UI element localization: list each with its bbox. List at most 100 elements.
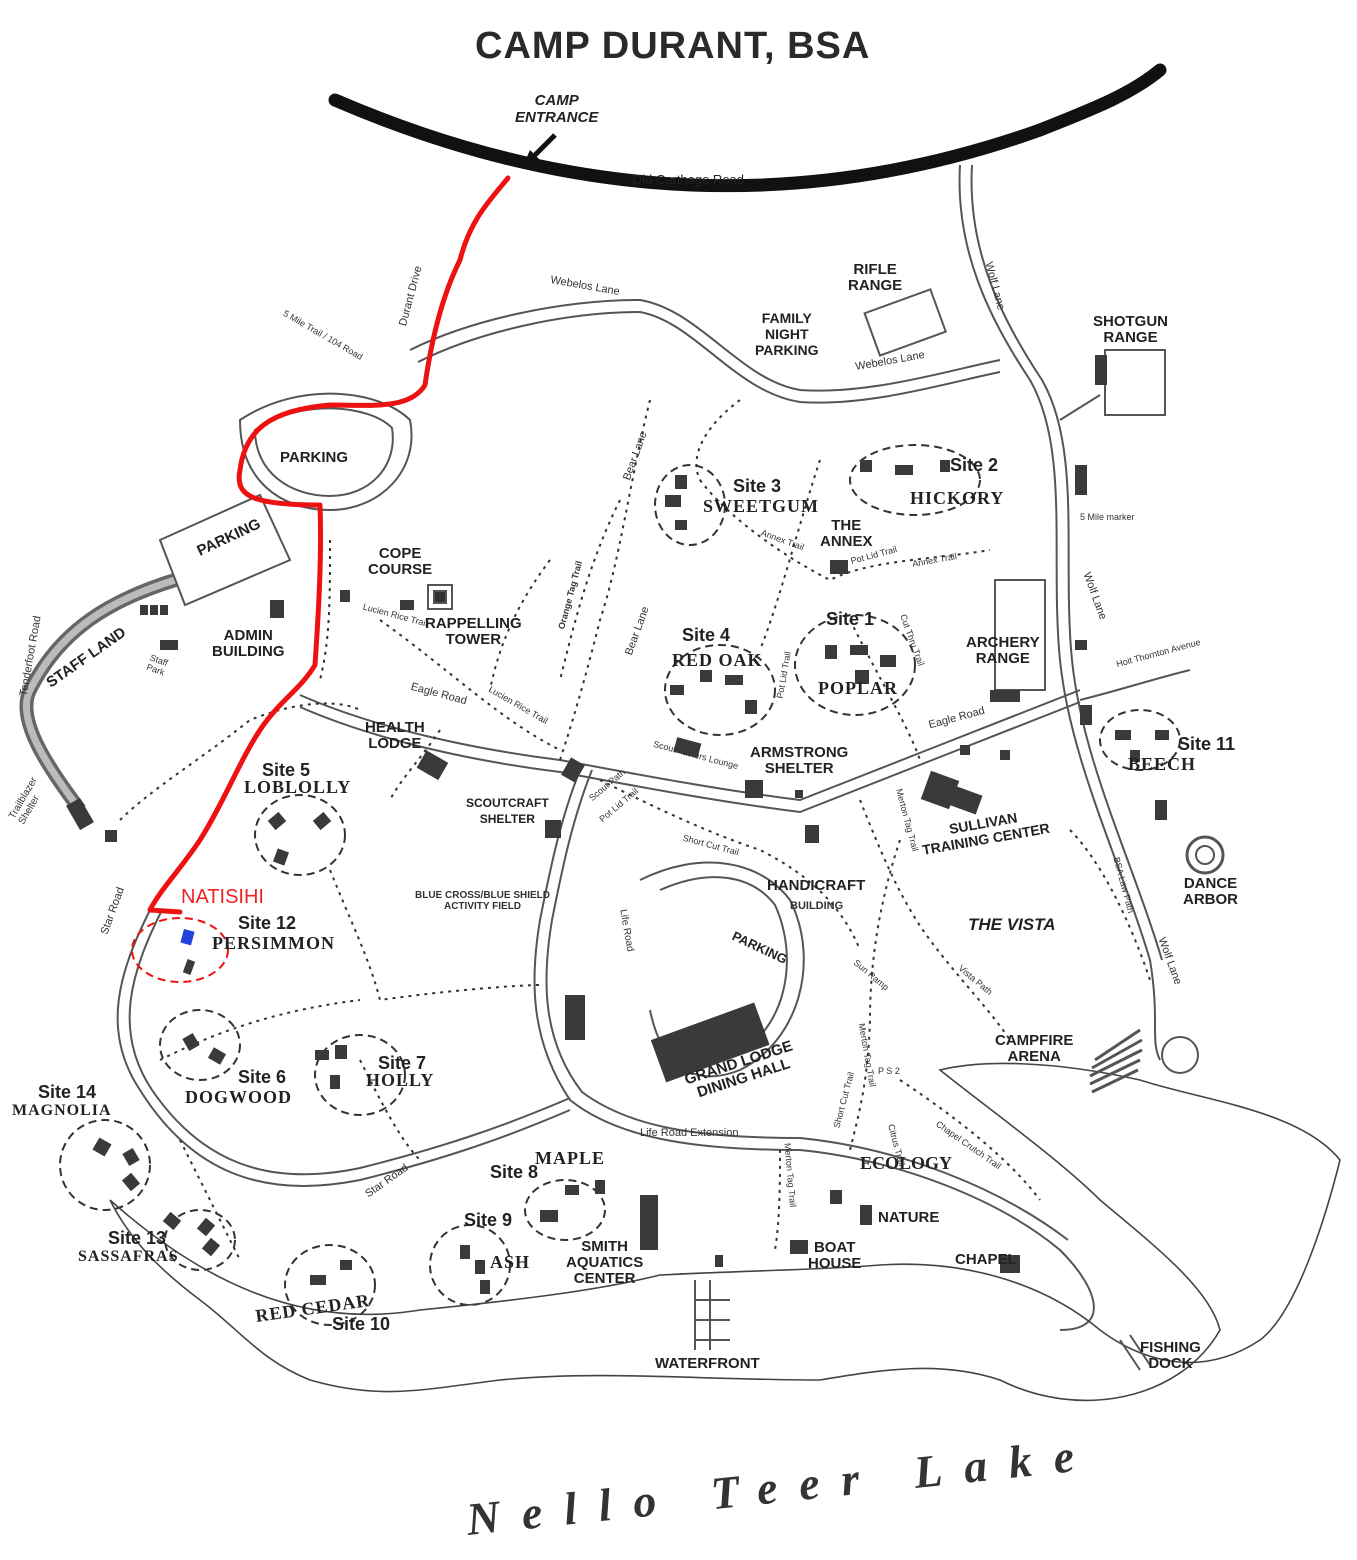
parking-label-3: PARKING bbox=[729, 928, 790, 967]
lake-name-label: Nello Teer Lake bbox=[464, 1428, 1099, 1545]
lucien-rice-trail-label: Lucien Rice Trail bbox=[361, 601, 429, 629]
site-11-number: Site 11 bbox=[1178, 734, 1236, 754]
activity-field-label: BLUE CROSS/BLUE SHIELD ACTIVITY FIELD bbox=[415, 890, 551, 912]
wolf-lane-label: Wolf Lane bbox=[982, 260, 1007, 312]
site-11-name: BEECH bbox=[1128, 754, 1197, 774]
rifle-range-box bbox=[863, 288, 948, 357]
shotgun-range-label: SHOTGUN RANGE bbox=[1093, 313, 1168, 346]
staff-land-label: STAFF LAND bbox=[43, 623, 130, 692]
sun-ramp-label: Sun Ramp bbox=[851, 957, 891, 993]
site-6-name: DOGWOOD bbox=[185, 1087, 293, 1107]
site-boundaries bbox=[59, 444, 1181, 1326]
smith-aquatics-label: SMITH AQUATICS CENTER bbox=[566, 1238, 644, 1287]
route-line bbox=[147, 175, 511, 915]
site-3-number: Site 3 bbox=[733, 476, 782, 496]
fishing-dock-pier bbox=[1119, 1334, 1151, 1371]
waterfront-dock bbox=[694, 1280, 730, 1350]
old-carthage-road bbox=[328, 63, 1167, 193]
orange-tag-trail-label: Orange Tag Trail bbox=[556, 559, 585, 631]
camp-entrance-label: CAMP ENTRANCE bbox=[515, 92, 599, 126]
scoutmasters-lounge-label: Scoutmasters Lounge bbox=[652, 738, 740, 772]
boat-house-label: BOAT HOUSE bbox=[808, 1239, 862, 1272]
site-9-name: ASH bbox=[490, 1252, 531, 1272]
family-night-parking-label: FAMILY NIGHT PARKING bbox=[755, 310, 819, 358]
the-annex-label: THE ANNEX bbox=[820, 517, 873, 550]
site-8-name: MAPLE bbox=[535, 1148, 605, 1168]
cut-thru-trail-label: Cut Thru Trail bbox=[898, 612, 927, 668]
eagle-road-label: Eagle Road bbox=[409, 680, 469, 708]
five-mile-trail-label: 5 Mile Trail / 104 Road bbox=[281, 308, 365, 362]
trails bbox=[119, 399, 1151, 1261]
site-13-number: Site 13 bbox=[108, 1228, 167, 1248]
scoutcraft-shelter-label: SCOUTCRAFT SHELTER bbox=[466, 796, 549, 826]
merton-tag-trail-label-3: Merton Tag Trail bbox=[782, 1142, 798, 1208]
bsa-law-path-label: BSA Law Path bbox=[1111, 855, 1137, 915]
annex-trail-label: Annex Trail bbox=[759, 527, 806, 553]
dance-arbor-ring bbox=[1185, 835, 1225, 875]
tenderfoot-road-label: Tenderfoot Road bbox=[17, 614, 44, 698]
rappelling-tower-label: RAPPELLING TOWER bbox=[425, 615, 522, 648]
the-vista-label: THE VISTA bbox=[968, 915, 1056, 934]
armstrong-shelter-label: ARMSTRONG SHELTER bbox=[750, 744, 849, 777]
star-road-label-2: Star Road bbox=[363, 1161, 411, 1201]
site-6-number: Site 6 bbox=[238, 1067, 287, 1087]
life-road-extension-label: Life Road Extension bbox=[640, 1127, 739, 1139]
hoit-thornton-label: Hoit Thornton Avenue bbox=[1115, 636, 1202, 670]
site-2-number: Site 2 bbox=[950, 455, 999, 475]
campfire-arena-label: CAMPFIRE ARENA bbox=[995, 1032, 1074, 1065]
site-14-number: Site 14 bbox=[38, 1082, 97, 1102]
waterfront-label: WATERFRONT bbox=[655, 1355, 760, 1372]
life-road-label: Life Road bbox=[617, 908, 636, 953]
short-cut-trail-label: Short Cut Trail bbox=[681, 832, 740, 858]
handicraft-building-label: BUILDING bbox=[790, 900, 844, 912]
star-road-label: Star Road bbox=[98, 885, 127, 937]
eagle-road-label-2: Eagle Road bbox=[927, 704, 987, 732]
handicraft-label: HANDICRAFT bbox=[767, 877, 866, 894]
nature-label: NATURE bbox=[878, 1209, 940, 1226]
site-9-number: Site 9 bbox=[464, 1210, 513, 1230]
campsite-marker bbox=[180, 928, 195, 946]
bear-lane-label: Bear Lane bbox=[621, 430, 650, 482]
site-2-name: HICKORY bbox=[910, 488, 1005, 508]
lucien-rice-trail-label-2: Lucien Rice Trail bbox=[486, 684, 550, 726]
bear-lane-label-2: Bear Lane bbox=[623, 605, 652, 657]
natisihi-annotation: NATISIHI bbox=[181, 886, 264, 908]
five-mile-marker-label: 5 Mile marker bbox=[1080, 512, 1135, 522]
grand-lodge-label: GRAND LODGE DINING HALL bbox=[682, 1037, 795, 1102]
ecology-label: ECOLOGY bbox=[860, 1153, 953, 1173]
site-5-name: LOBLOLLY bbox=[244, 777, 352, 797]
campfire-arena bbox=[1089, 1028, 1143, 1094]
buildings bbox=[66, 355, 1169, 1294]
chapel-label: CHAPEL bbox=[955, 1251, 1017, 1268]
annex-trail-label-2: Annex Trail bbox=[911, 551, 958, 569]
admin-building-label: ADMIN BUILDING bbox=[212, 627, 285, 660]
cope-course-box bbox=[427, 584, 453, 610]
site-7-number: Site 7 bbox=[378, 1053, 427, 1073]
wolf-lane-label-3: Wolf Lane bbox=[1155, 935, 1184, 987]
main-roads bbox=[116, 164, 1191, 1331]
archery-range-label: ARCHERY RANGE bbox=[966, 634, 1040, 667]
rifle-range-label: RIFLE RANGE bbox=[848, 261, 903, 294]
durant-drive-label: Durant Drive bbox=[397, 264, 425, 328]
site-12-number: Site 12 bbox=[238, 913, 297, 933]
fishing-dock-label: FISHING DOCK bbox=[1140, 1339, 1201, 1372]
site-14-name: MAGNOLIA bbox=[12, 1102, 112, 1119]
trailblazer-shelter-label: Trailblazer Shelter bbox=[7, 775, 42, 827]
merton-tag-trail-label-2: Merton Tag Trail bbox=[856, 1022, 878, 1088]
cope-course-label: COPE COURSE bbox=[368, 545, 433, 578]
site-4-number: Site 4 bbox=[682, 625, 731, 645]
site-5-number: Site 5 bbox=[262, 760, 311, 780]
site-3-name: SWEETGUM bbox=[703, 496, 820, 516]
parking-label: PARKING bbox=[280, 449, 349, 466]
site-12-name: PERSIMMON bbox=[212, 933, 335, 953]
staff-park-label: Staff Park bbox=[145, 652, 170, 678]
short-cut-trail-label-2: Short Cut Trail bbox=[831, 1070, 857, 1130]
site-7-name: HOLLY bbox=[366, 1070, 435, 1090]
vista-path-label: Vista Path bbox=[956, 963, 995, 997]
sullivan-training-center-label: SULLIVAN TRAINING CENTER bbox=[920, 809, 1051, 858]
site-13-name: SASSAFRAS bbox=[78, 1248, 179, 1265]
site-4-name: RED OAK bbox=[672, 650, 763, 670]
site-1-name: POPLAR bbox=[818, 678, 898, 698]
